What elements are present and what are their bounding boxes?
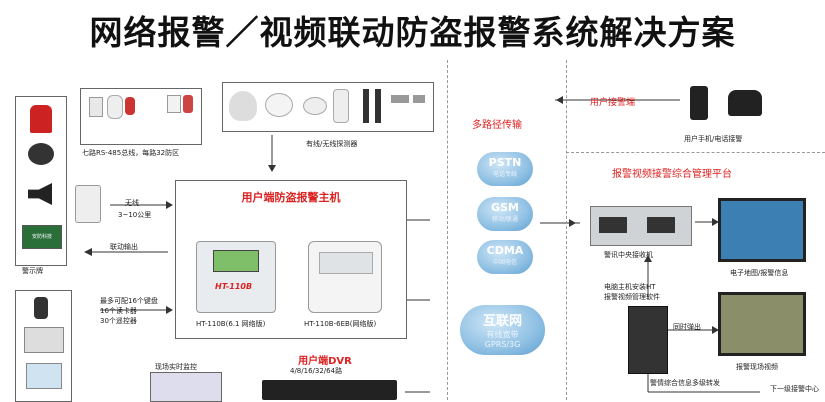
divider-horizontal: [566, 152, 825, 153]
next-level-label: 下一级接警中心: [770, 385, 819, 393]
divider-left: [447, 60, 448, 400]
door-sensor-icon: [89, 97, 103, 117]
warning-sign-icon: 安防科技: [22, 225, 62, 249]
pir-detector-icon: [107, 95, 123, 119]
detectors-label: 有线/无线探测器: [306, 140, 358, 148]
smoke-detector-icon: [265, 93, 293, 117]
phones-label: 用户手机/电话接警: [684, 135, 743, 143]
forward-label: 警情综合信息多级转发: [650, 379, 720, 387]
video-label: 报警现场视频: [736, 363, 778, 371]
wireless-label: 无线: [125, 199, 139, 207]
remotes-label: 30个遥控器: [100, 317, 137, 325]
central-receiver-icon: [590, 206, 692, 246]
divider-right: [566, 60, 567, 400]
keypad-icon: [24, 327, 64, 353]
camera-dome-icon: [229, 91, 257, 121]
keyboards-label: 最多可配16个键盘: [100, 297, 158, 305]
gsm-cloud: GSM 移动/联通: [477, 197, 533, 231]
host-panel: 用户端防盗报警主机 HT-110B HT-110B(6.1 网络版) HT-11…: [175, 180, 407, 339]
detectors-panel: [222, 82, 434, 132]
beam-emitter-icon: [363, 89, 369, 123]
cdma-cloud: CDMA 中国电信: [477, 240, 533, 274]
emergency-button-icon: [183, 95, 193, 113]
user-end-label: 用户接警端: [590, 98, 636, 108]
host-device-2: [308, 241, 382, 313]
pstn-cloud: PSTN 电话专线: [477, 152, 533, 186]
card-readers-label: 16个读卡器: [100, 307, 137, 315]
software-label-2: 报警视频管理软件: [604, 293, 660, 301]
receiver-display-1: [599, 217, 627, 233]
receiver-display-2: [647, 217, 675, 233]
alarm-output-panel: 安防科技: [15, 96, 67, 266]
live-monitor-label: 现场实时监控: [155, 363, 197, 371]
host-device-1: HT-110B: [196, 241, 276, 313]
keypad-grid-icon: [319, 252, 373, 274]
warning-sign-label: 警示牌: [22, 267, 43, 275]
beam-receiver-icon: [375, 89, 381, 123]
receiver-label: 警讯中央接收机: [604, 251, 653, 259]
speaker-icon: [28, 183, 52, 205]
keypad-panel: [15, 290, 72, 402]
software-label-1: 电脑主机安装HT: [604, 283, 656, 291]
dvr-title: 用户端DVR: [298, 356, 352, 367]
page-title: 网络报警／视频联动防盗报警系统解决方案: [89, 13, 736, 52]
emap-monitor: [718, 198, 806, 262]
infrared-detector-icon: [333, 89, 349, 123]
emap-label: 电子地图/报警信息: [730, 269, 789, 277]
host-brand: HT-110B: [215, 282, 253, 291]
magnetic-contact-icon: [391, 95, 409, 103]
transmission-title: 多路径传输: [472, 120, 522, 131]
simultaneous-label: 同时弹出: [673, 323, 701, 331]
siren-icon: [30, 105, 52, 133]
wireless-distance-label: 3~10公里: [118, 211, 152, 219]
host-title: 用户端防盗报警主机: [241, 191, 341, 204]
video-monitor: [718, 292, 806, 356]
remote-control-icon: [34, 297, 48, 319]
desk-phone-icon: [728, 90, 762, 116]
host-device-1-label: HT-110B(6.1 网络版): [196, 320, 266, 328]
wireless-detector-icon: [75, 185, 101, 223]
host-device-2-label: HT-110B-6EB(网络版): [304, 320, 377, 328]
gas-detector-icon: [303, 97, 327, 115]
lcd-screen-icon: [213, 250, 259, 272]
magnetic-magnet-icon: [413, 95, 425, 103]
card-reader-icon: [26, 363, 62, 389]
linkage-output-label: 联动输出: [110, 243, 138, 251]
bell-icon: [28, 143, 54, 165]
panic-button-icon: [167, 95, 181, 113]
platform-title: 报警视频接警综合管理平台: [612, 169, 732, 180]
rs485-label: 七路RS-485总线，每路32防区: [82, 149, 180, 157]
live-monitor-screen: [150, 372, 222, 402]
internet-cloud: 互联网 有线宽带 GPRS/3G: [460, 305, 545, 355]
mobile-phone-icon: [690, 86, 708, 120]
alarm-light-icon: [125, 97, 135, 115]
bus-detectors-panel: [80, 88, 202, 145]
pc-tower-icon: [628, 306, 668, 374]
dvr-device-icon: [262, 380, 397, 400]
dvr-channels: 4/8/16/32/64路: [290, 367, 343, 375]
